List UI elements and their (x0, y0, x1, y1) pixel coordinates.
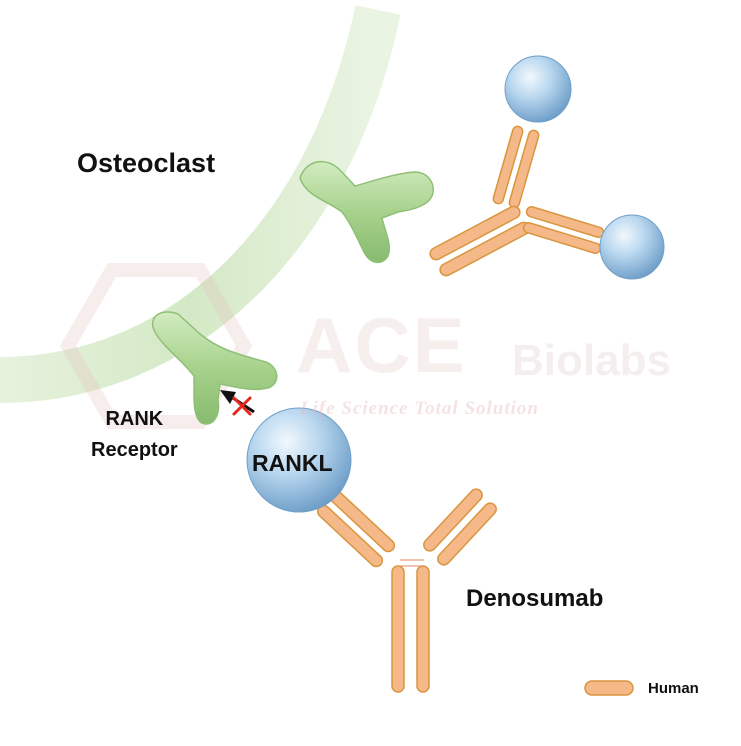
hinge-disulfide-bonds (400, 559, 424, 567)
osteoclast-membrane (0, 5, 401, 403)
osteoclast-label: Osteoclast (77, 148, 216, 178)
legend-human-swatch (584, 680, 634, 696)
antigen-sphere-right (599, 214, 665, 280)
rankl-label: RANKL (252, 450, 333, 476)
blocked-x-mark (232, 396, 252, 416)
rank-label-line1: RANK (105, 408, 164, 430)
rankl-sphere (246, 407, 352, 513)
antibody-with-spheres (429, 55, 665, 280)
rank-receptor-label: RANK Receptor (91, 404, 178, 466)
denosumab-label: Denosumab (466, 585, 604, 612)
binding-arrowhead (220, 390, 236, 404)
denosumab-antibody (316, 488, 497, 693)
watermark-brand: Biolabs (512, 336, 671, 385)
antigen-sphere-top (504, 55, 572, 123)
legend-human-label: Human (648, 680, 699, 697)
watermark-logo: ACE (296, 301, 467, 389)
rank-label-line2: Receptor (91, 439, 178, 461)
rank-receptor-lower (151, 311, 278, 425)
watermark-tagline: Life Science Total Solution (300, 398, 539, 419)
rank-receptor-upper (299, 160, 434, 264)
